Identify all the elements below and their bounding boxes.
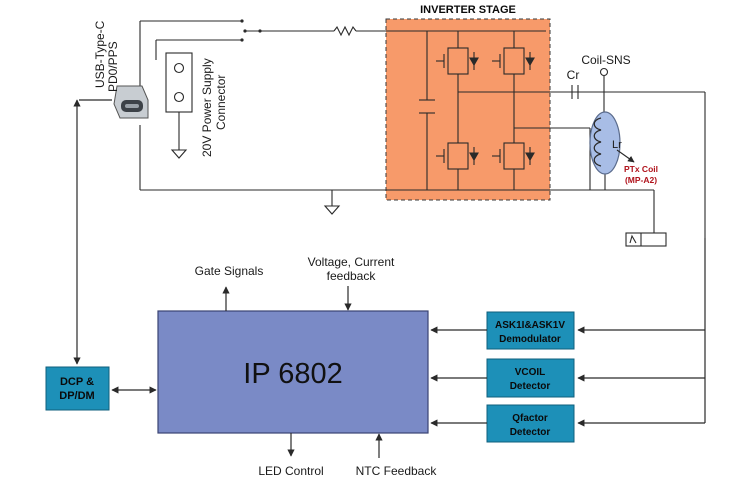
qfactor-label: Qfactor (512, 413, 548, 424)
feedback-label: feedback (327, 269, 377, 283)
usb-c-connector-icon (113, 85, 149, 119)
resonant-tank-wiring (546, 76, 706, 238)
mosfet-q3 (436, 142, 479, 170)
power-supply-label-line1: 20V Power Supply (200, 58, 214, 157)
dcp-dpdm-block (45, 366, 110, 411)
sense-connector-icon (625, 232, 667, 247)
vcoil-label: VCOIL (515, 367, 546, 378)
voltage-current-label: Voltage, Current (308, 255, 395, 269)
ip6802-block (157, 310, 429, 434)
lr-label: Lr (612, 139, 622, 151)
power-supply-connector-icon (165, 52, 193, 159)
qfactor-detector-label: Detector (510, 427, 551, 438)
mosfet-q4 (492, 142, 535, 170)
demodulator-label: Demodulator (499, 334, 561, 345)
input-wiring (139, 20, 413, 215)
gate-signals-label: Gate Signals (195, 264, 264, 278)
ntc-feedback-label: NTC Feedback (356, 464, 438, 478)
ask-label: ASK1I&ASK1V (495, 320, 565, 331)
inverter-stage-box (385, 18, 551, 201)
ip6802-label: IP 6802 (243, 358, 342, 390)
inverter-stage-title: INVERTER STAGE (420, 4, 516, 16)
mosfet-q1 (436, 47, 479, 75)
vcoil-detector-label: Detector (510, 381, 551, 392)
usb-pd-label: PD0/PPS (106, 41, 120, 92)
dpdm-label: DP/DM (59, 390, 94, 402)
ptx-coil-label: PTx Coil (624, 164, 658, 174)
mosfet-q2 (492, 47, 535, 75)
ptx-coil-model-label: (MP-A2) (625, 175, 657, 185)
detector-feedback-wiring (430, 238, 706, 427)
usb-type-c-label: USB-Type-C (93, 20, 107, 88)
coil-sns-label: Coil-SNS (581, 53, 630, 67)
led-control-label: LED Control (258, 464, 323, 478)
ask-demodulator-block (486, 311, 575, 350)
coil-sns-node (599, 67, 609, 77)
qfactor-detector-block (486, 404, 575, 443)
dcp-label: DCP & (60, 376, 94, 388)
ptx-coil-icon (589, 111, 621, 175)
power-supply-label-line2: Connector (214, 75, 228, 130)
cr-label: Cr (567, 68, 580, 82)
